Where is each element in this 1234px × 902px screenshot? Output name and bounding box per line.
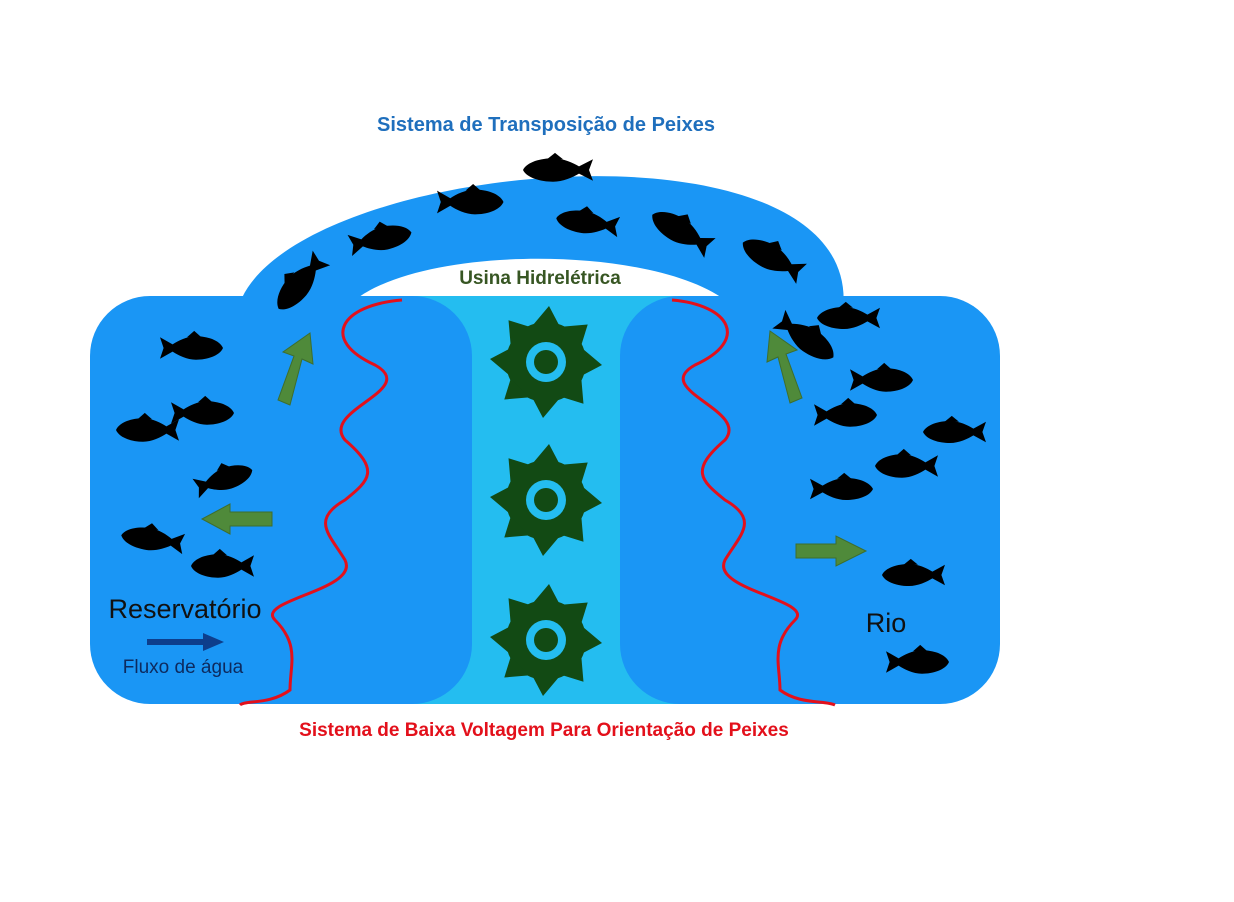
reservoir-basin xyxy=(90,296,472,704)
fish-passage-label: Sistema de Transposição de Peixes xyxy=(377,114,715,136)
movement-arrow-icon xyxy=(795,535,868,567)
electric-wave-icon xyxy=(671,298,836,707)
river-basin xyxy=(620,296,1000,704)
guidance-system-label: Sistema de Baixa Voltagem Para Orientaçã… xyxy=(299,720,789,741)
electric-wave-icon xyxy=(238,298,403,707)
water-flow-arrow-icon xyxy=(147,633,224,651)
power-plant-label: Usina Hidrelétrica xyxy=(459,268,621,289)
movement-arrow-icon xyxy=(200,503,273,535)
water-flow-label: Fluxo de água xyxy=(123,657,244,678)
movement-arrow-icon xyxy=(277,332,314,406)
river-label: Rio xyxy=(866,608,907,638)
fish-passage-arch xyxy=(236,176,844,318)
movement-arrow-icon xyxy=(766,330,803,404)
reservoir-label: Reservatório xyxy=(108,594,261,624)
